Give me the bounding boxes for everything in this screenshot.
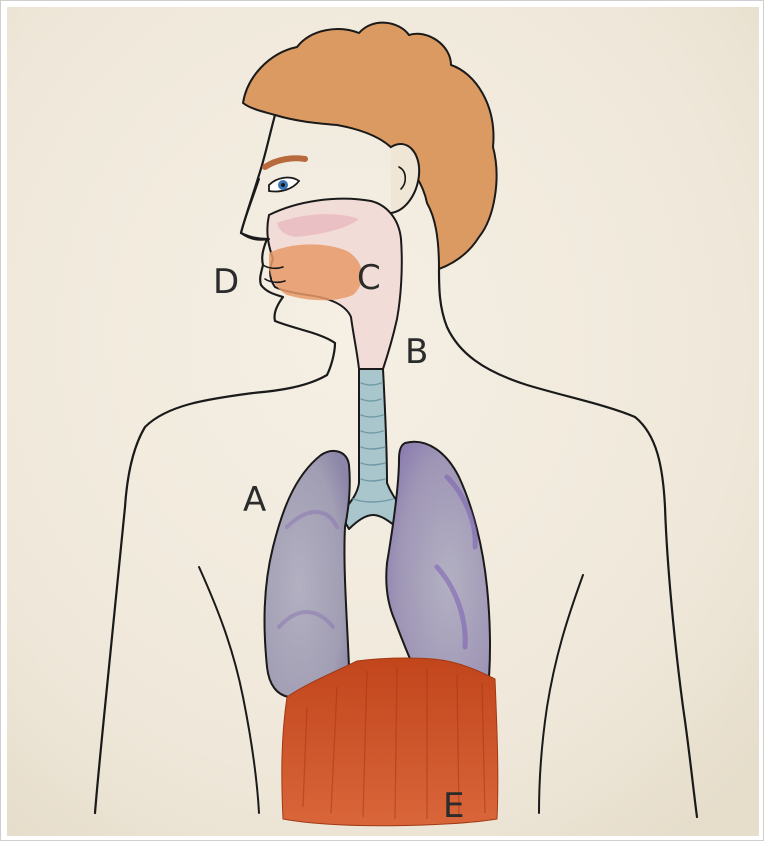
label-c: C — [357, 258, 381, 298]
drawing-paper: A B C D E — [7, 7, 759, 836]
label-b: B — [405, 332, 428, 372]
mouth-shading — [269, 244, 362, 300]
label-d: D — [213, 262, 239, 302]
diaphragm — [282, 658, 498, 826]
eye-pupil — [281, 183, 285, 187]
label-a: A — [243, 480, 266, 520]
label-e: E — [443, 786, 464, 826]
respiratory-system-drawing: A B C D E — [7, 7, 759, 836]
